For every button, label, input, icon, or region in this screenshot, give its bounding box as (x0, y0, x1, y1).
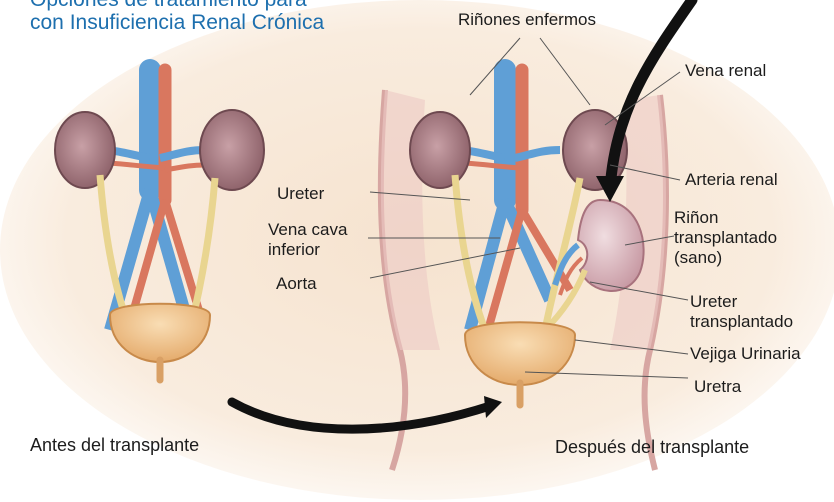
label-rinon-transplantado-1: Riñon (674, 208, 718, 227)
label-aorta: Aorta (276, 274, 317, 293)
label-uretra: Uretra (694, 377, 741, 396)
label-rinones-enfermos: Riñones enfermos (458, 10, 596, 29)
page-title-line2: con Insuficiencia Renal Crónica (30, 11, 324, 35)
label-vena-cava-1: Vena cava (268, 220, 347, 239)
caption-despues: Después del transplante (555, 438, 749, 457)
label-vejiga-urinaria: Vejiga Urinaria (690, 344, 801, 363)
caption-antes: Antes del transplante (30, 436, 199, 455)
label-vena-renal: Vena renal (685, 61, 766, 80)
label-ureter-transplantado-2: transplantado (690, 312, 793, 331)
label-rinon-transplantado-3: (sano) (674, 248, 722, 267)
label-vena-cava-2: inferior (268, 240, 320, 259)
label-arteria-renal: Arteria renal (685, 170, 778, 189)
label-rinon-transplantado-2: transplantado (674, 228, 777, 247)
label-ureter: Ureter (277, 184, 324, 203)
label-ureter-transplantado-1: Ureter (690, 292, 737, 311)
